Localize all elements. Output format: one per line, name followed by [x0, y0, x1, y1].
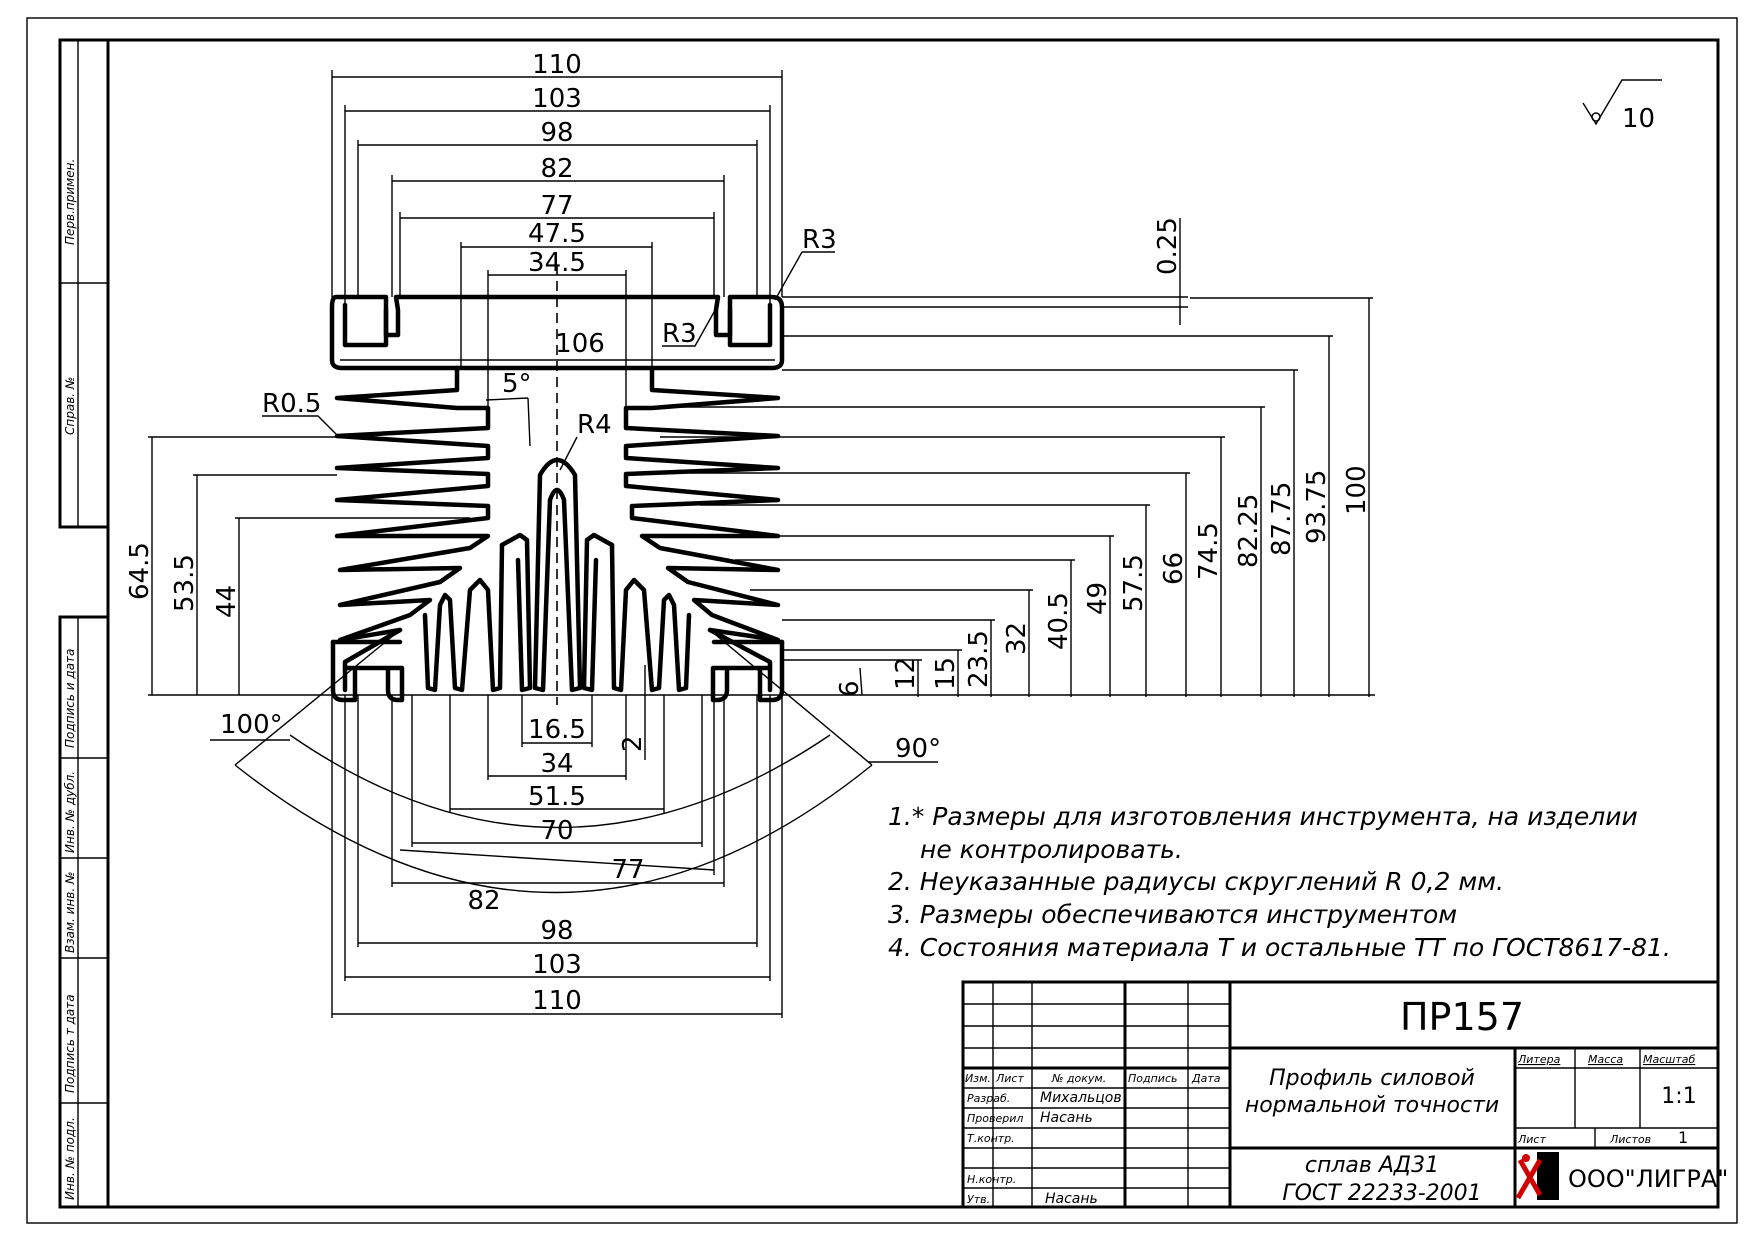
note-2: 2. Неуказанные радиусы скруглений R 0,2 … — [888, 867, 1504, 896]
scale-value: 1:1 — [1661, 1084, 1696, 1109]
side-label-dubl: Инв. № дубл. — [63, 771, 77, 853]
outer-border — [26, 17, 1738, 1224]
hdr-date: Дата — [1191, 1072, 1221, 1085]
bottom-dimensions: 16.5 34 51.5 70 77 82 98 103 110 2 — [331, 665, 783, 1018]
material-line2: ГОСТ 22233-2001 — [1282, 1181, 1481, 1206]
left-height-dimensions: 64.5 53.5 44 — [125, 436, 470, 695]
sheets-value: 1 — [1678, 1128, 1688, 1147]
dim-top-98: 98 — [540, 118, 573, 148]
dim-bottom-51-5: 51.5 — [528, 782, 586, 812]
hdr-sign: Подпись — [1128, 1072, 1177, 1085]
dim-gap-025: 0.25 — [1153, 217, 1183, 275]
dim-right-66: 66 — [1159, 552, 1189, 585]
roughness-value: 10 — [1622, 104, 1655, 134]
role-utv: Утв. — [967, 1193, 990, 1206]
side-label-podpis: Подпись и дата — [63, 649, 77, 748]
dim-top-34-5: 34.5 — [528, 248, 586, 278]
angle-90: 90° — [895, 734, 941, 764]
dim-right-12: 12 — [891, 657, 921, 690]
radius-r3-inner: R3 — [662, 319, 697, 349]
name-razrab: Михальцов — [1040, 1090, 1122, 1106]
role-razrab: Разраб. — [967, 1092, 1010, 1105]
angle-100: 100° — [220, 710, 283, 740]
dim-left-44: 44 — [212, 585, 242, 618]
side-label-perv: Перв.примен. — [63, 159, 77, 245]
radius-r3-top: R3 — [802, 225, 837, 255]
dim-left-64-5: 64.5 — [125, 542, 155, 600]
dim-bottom-82: 82 — [467, 886, 500, 916]
top-dimensions: 110 103 98 82 77 47.5 34.5 106 — [331, 50, 783, 410]
dim-top-103: 103 — [532, 84, 582, 114]
note-1: 1.* Размеры для изготовления инструмента… — [888, 802, 1638, 831]
dim-top-47-5: 47.5 — [528, 219, 586, 249]
dim-bottom-34: 34 — [540, 749, 573, 779]
role-tkontr: Т.контр. — [967, 1132, 1015, 1145]
dim-right-32: 32 — [1002, 622, 1032, 655]
title-name-line2: нормальной точности — [1245, 1093, 1499, 1118]
side-label-podpis2: Подпись т дата — [63, 994, 77, 1093]
dim-right-100: 100 — [1342, 465, 1372, 515]
dim-right-82-25: 82.25 — [1234, 494, 1264, 568]
side-label-vzam: Взам. инв. № — [63, 872, 77, 953]
dim-bottom-77: 77 — [611, 855, 644, 885]
dim-right-15: 15 — [931, 657, 961, 690]
note-3: 3. Размеры обеспечиваются инструментом — [888, 900, 1457, 929]
right-height-dimensions: 6 12 15 23.5 32 40.5 49 57.5 66 74.5 82.… — [148, 297, 1375, 697]
technical-notes: 1.* Размеры для изготовления инструмента… — [888, 802, 1671, 962]
dim-left-53-5: 53.5 — [170, 554, 200, 612]
side-label-podl: Инв. № подл. — [63, 1117, 77, 1200]
company-logo — [1515, 1152, 1559, 1200]
name-utv: Насань — [1045, 1191, 1098, 1207]
side-stamp: Перв.примен. Справ. № Подпись и дата Инв… — [58, 38, 110, 1209]
material-line1: сплав АД31 — [1305, 1153, 1439, 1178]
title-name-line1: Профиль силовой — [1269, 1066, 1475, 1091]
hdr-izm: Изм. — [965, 1072, 991, 1085]
title-block: Изм. Лист № докум. Подпись Дата Разраб. … — [961, 980, 1728, 1209]
role-prover: Проверил — [967, 1112, 1023, 1125]
dim-bottom-110: 110 — [532, 986, 582, 1016]
note-1b: не контролировать. — [920, 835, 1183, 864]
dim-top-77: 77 — [540, 191, 573, 221]
title-designation: ПР157 — [1400, 995, 1524, 1039]
dim-bottom-70: 70 — [540, 816, 573, 846]
dim-bottom-98: 98 — [540, 916, 573, 946]
radius-r05: R0.5 — [262, 389, 321, 419]
dim-right-6: 6 — [835, 680, 865, 697]
role-nkontr: Н.контр. — [967, 1173, 1016, 1186]
dim-top-106: 106 — [555, 329, 605, 359]
dim-right-93-75: 93.75 — [1302, 470, 1332, 544]
col-litera: Литера — [1517, 1053, 1561, 1066]
dim-right-23-5: 23.5 — [964, 630, 994, 688]
angle-5: 5° — [502, 369, 532, 399]
hdr-list: Лист — [995, 1072, 1024, 1085]
dim-right-57-5: 57.5 — [1119, 554, 1149, 612]
gap-dimension: 0.25 — [782, 217, 1188, 325]
note-4: 4. Состояния материала Т и остальные ТТ … — [888, 933, 1671, 962]
dim-right-49: 49 — [1083, 582, 1113, 615]
dim-right-74-5: 74.5 — [1194, 522, 1224, 580]
roughness-symbol: 10 — [1582, 79, 1662, 134]
side-label-sprav: Справ. № — [63, 377, 77, 435]
angle-dimensions: 100° 90° — [210, 629, 941, 894]
dim-right-40-5: 40.5 — [1044, 592, 1074, 650]
dim-top-110: 110 — [532, 50, 582, 80]
sheets-label: Листов — [1609, 1133, 1651, 1146]
radius-r4: R4 — [577, 410, 612, 440]
dim-top-82: 82 — [540, 154, 573, 184]
col-massa: Масса — [1588, 1053, 1623, 1066]
col-masshtab: Масштаб — [1643, 1053, 1695, 1066]
dim-bottom-2: 2 — [618, 735, 648, 752]
name-prover: Насань — [1040, 1110, 1093, 1126]
company-name: ООО"ЛИГРА" — [1568, 1165, 1728, 1193]
sheet-label: Лист — [1517, 1133, 1546, 1146]
dim-bottom-103: 103 — [532, 950, 582, 980]
hdr-doc: № докум. — [1051, 1072, 1106, 1085]
dim-bottom-16-5: 16.5 — [528, 715, 586, 745]
radius-labels: R3 R3 R0.5 R4 5° — [262, 225, 837, 471]
dim-right-87-75: 87.75 — [1267, 482, 1297, 556]
